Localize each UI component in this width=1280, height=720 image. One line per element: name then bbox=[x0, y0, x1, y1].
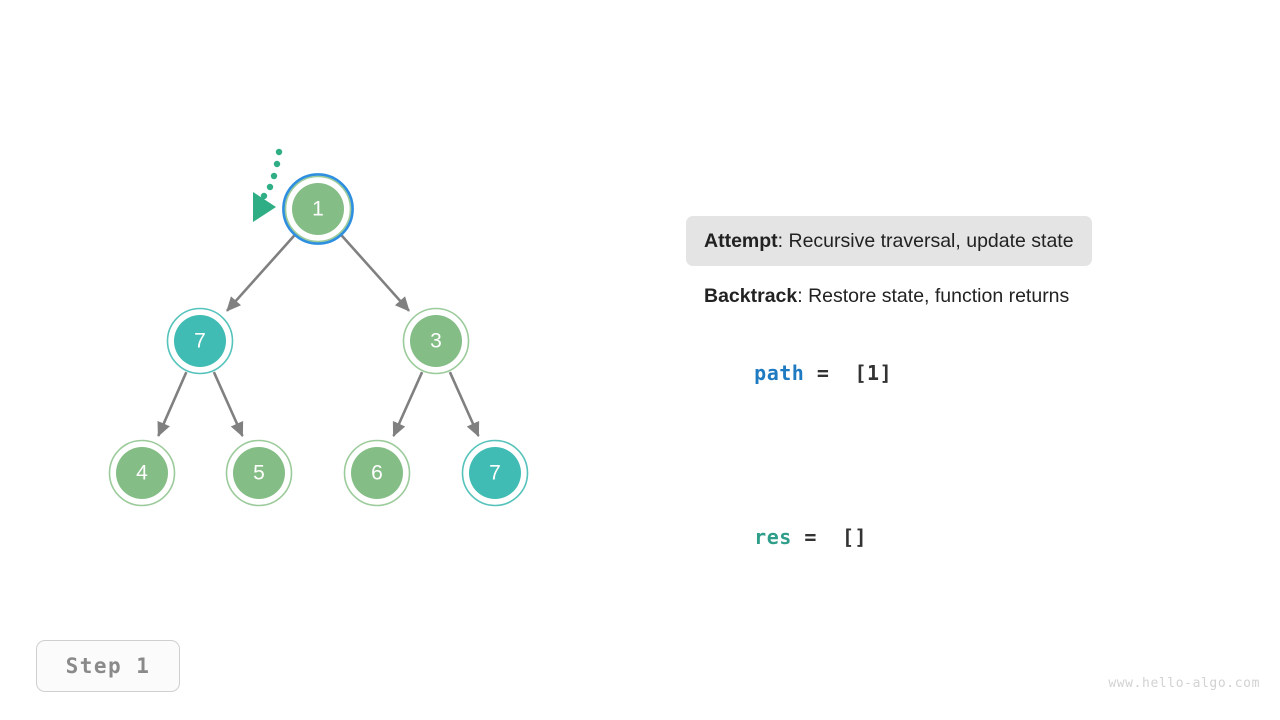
tree-nodes: 1 7 3 4 5 6 7 bbox=[108, 173, 529, 507]
tree-edge bbox=[392, 371, 424, 437]
tree-edge bbox=[339, 233, 410, 312]
tree-node-1: 1 bbox=[282, 173, 354, 245]
watermark: www.hello-algo.com bbox=[1108, 676, 1260, 691]
path-variable-value: = [1] bbox=[804, 360, 893, 385]
pointer-trail-dot bbox=[266, 183, 274, 191]
tree-edge bbox=[226, 233, 297, 312]
binary-tree-svg: 1 7 3 4 5 6 7 bbox=[108, 148, 529, 507]
node-circle bbox=[174, 315, 226, 367]
info-panel: Attempt: Recursive traversal, update sta… bbox=[686, 216, 1206, 573]
pointer-arrow-icon bbox=[253, 192, 276, 222]
step-label: Step 1 bbox=[65, 654, 151, 678]
res-variable-name: res bbox=[754, 524, 792, 549]
node-circle bbox=[116, 447, 168, 499]
tree-node-6: 6 bbox=[343, 439, 411, 507]
tree-edge bbox=[448, 371, 480, 437]
node-value-label: 7 bbox=[194, 330, 206, 353]
tree-node-7: 7 bbox=[166, 307, 234, 375]
pointer-trail-dot bbox=[270, 172, 278, 180]
tree-diagram: 1 7 3 4 5 6 7 bbox=[0, 0, 620, 620]
node-circle bbox=[292, 183, 344, 235]
path-variable-name: path bbox=[754, 360, 805, 385]
step-badge: Step 1 bbox=[36, 640, 180, 692]
node-value-label: 6 bbox=[371, 462, 383, 485]
attempt-description: Attempt: Recursive traversal, update sta… bbox=[686, 216, 1092, 267]
backtrack-description: Backtrack: Restore state, function retur… bbox=[686, 283, 1206, 309]
attempt-lead: Attempt bbox=[704, 230, 778, 252]
node-value-label: 4 bbox=[136, 462, 148, 485]
node-value-label: 3 bbox=[430, 330, 442, 353]
path-variable-line: path = [1] bbox=[686, 337, 1206, 409]
res-variable-line: res = [] bbox=[686, 501, 1206, 573]
tree-node-7: 7 bbox=[461, 439, 529, 507]
tree-edges bbox=[157, 233, 480, 437]
node-value-label: 7 bbox=[489, 462, 501, 485]
pointer-trail-dot bbox=[273, 160, 281, 168]
tree-edge bbox=[157, 371, 188, 437]
tree-edge bbox=[212, 371, 244, 437]
backtrack-lead: Backtrack bbox=[704, 285, 798, 308]
node-circle bbox=[469, 447, 521, 499]
pointer-trail-dot bbox=[275, 148, 283, 156]
node-circle bbox=[351, 447, 403, 499]
node-circle bbox=[410, 315, 462, 367]
node-value-label: 5 bbox=[253, 462, 265, 485]
attempt-text: : Recursive traversal, update state bbox=[777, 230, 1074, 252]
node-highlight-ring bbox=[282, 173, 354, 245]
tree-node-4: 4 bbox=[108, 439, 176, 507]
backtrack-text: : Restore state, function returns bbox=[797, 285, 1070, 308]
cursor-pointer-icon bbox=[253, 148, 283, 222]
tree-node-3: 3 bbox=[402, 307, 470, 375]
pointer-trail-dot bbox=[260, 192, 268, 200]
node-circle bbox=[233, 447, 285, 499]
node-value-label: 1 bbox=[312, 198, 324, 221]
res-variable-value: = [] bbox=[791, 524, 868, 549]
tree-node-5: 5 bbox=[225, 439, 293, 507]
